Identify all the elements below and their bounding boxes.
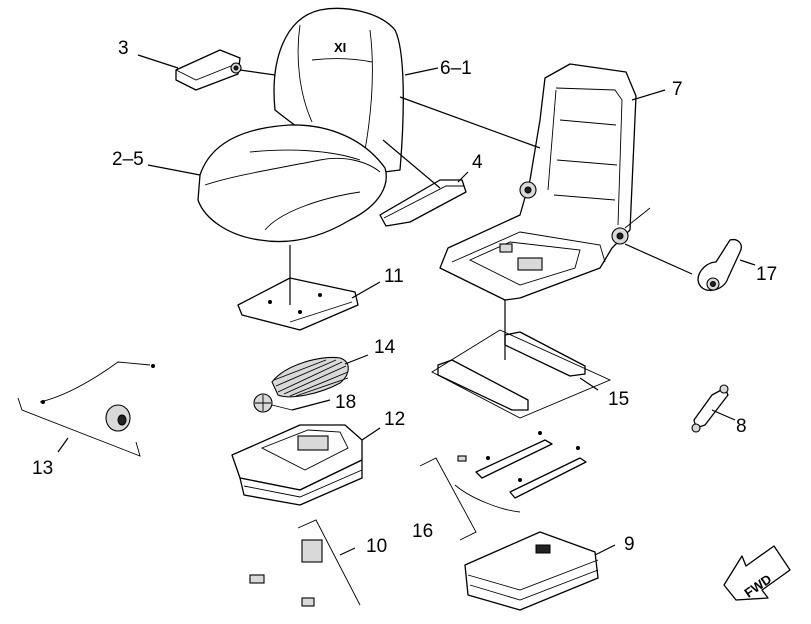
- slide-rails: [419, 431, 587, 541]
- callout-11: 11: [384, 266, 404, 287]
- recline-knob: [697, 238, 742, 291]
- callout-10: 10: [366, 536, 387, 557]
- suspension-spring: [271, 356, 349, 398]
- callout-17: 17: [756, 264, 777, 285]
- seat-frame: [439, 63, 651, 301]
- callout-8: 8: [736, 416, 747, 437]
- leader-lines: [57, 54, 756, 556]
- callout-15: 15: [608, 389, 629, 410]
- hardware-parts: [249, 519, 361, 607]
- suspension-base: [231, 424, 363, 506]
- forward-arrow-icon: FWD: [723, 545, 791, 601]
- callout-2-5: 2–5: [112, 149, 144, 170]
- callout-12: 12: [384, 409, 405, 430]
- callout-13: 13: [32, 458, 53, 479]
- callout-6-1: 6–1: [440, 58, 472, 79]
- right-armrest: [379, 179, 467, 227]
- seat-cushion-assembly: [197, 7, 404, 243]
- mounting-plate: [237, 277, 359, 331]
- callout-9: 9: [624, 534, 635, 555]
- adapter-plates: [431, 329, 612, 419]
- callout-18: 18: [335, 392, 356, 413]
- seat-logo: XI: [334, 40, 346, 55]
- height-adjust-knob: [253, 393, 293, 413]
- seat-base: [464, 531, 599, 611]
- callout-3: 3: [118, 38, 129, 59]
- shock-absorber: [691, 384, 729, 433]
- callout-14: 14: [374, 337, 396, 358]
- callout-16: 16: [412, 521, 433, 542]
- left-armrest: [175, 49, 242, 91]
- control-cable: [17, 361, 155, 457]
- callout-7: 7: [672, 79, 683, 100]
- callout-4: 4: [472, 152, 483, 173]
